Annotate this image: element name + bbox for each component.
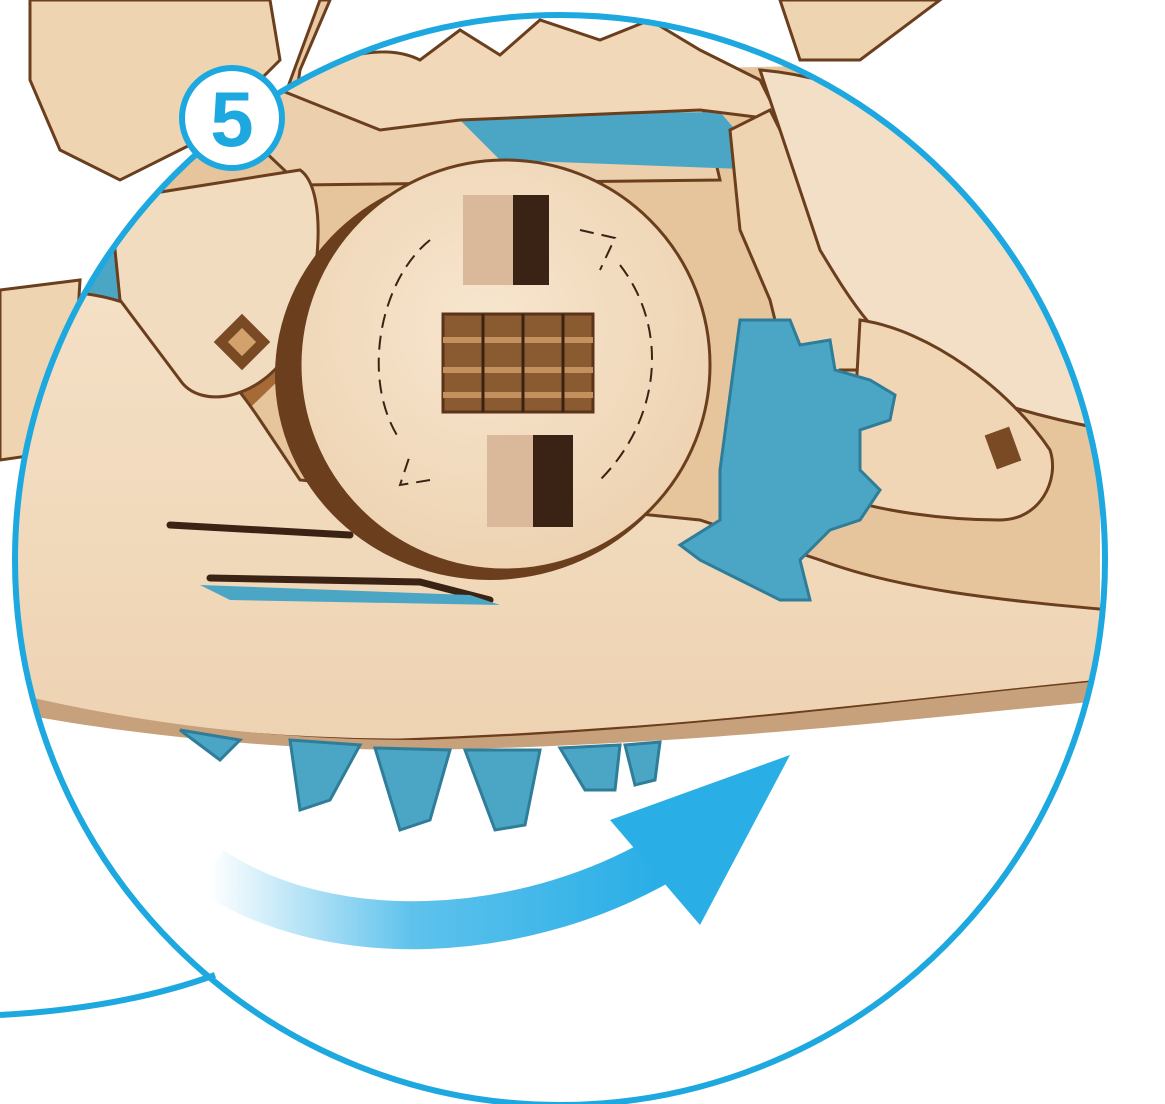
- step-number: 5: [210, 75, 253, 163]
- step-badge: 5: [182, 68, 282, 168]
- leader-line: [0, 975, 215, 1015]
